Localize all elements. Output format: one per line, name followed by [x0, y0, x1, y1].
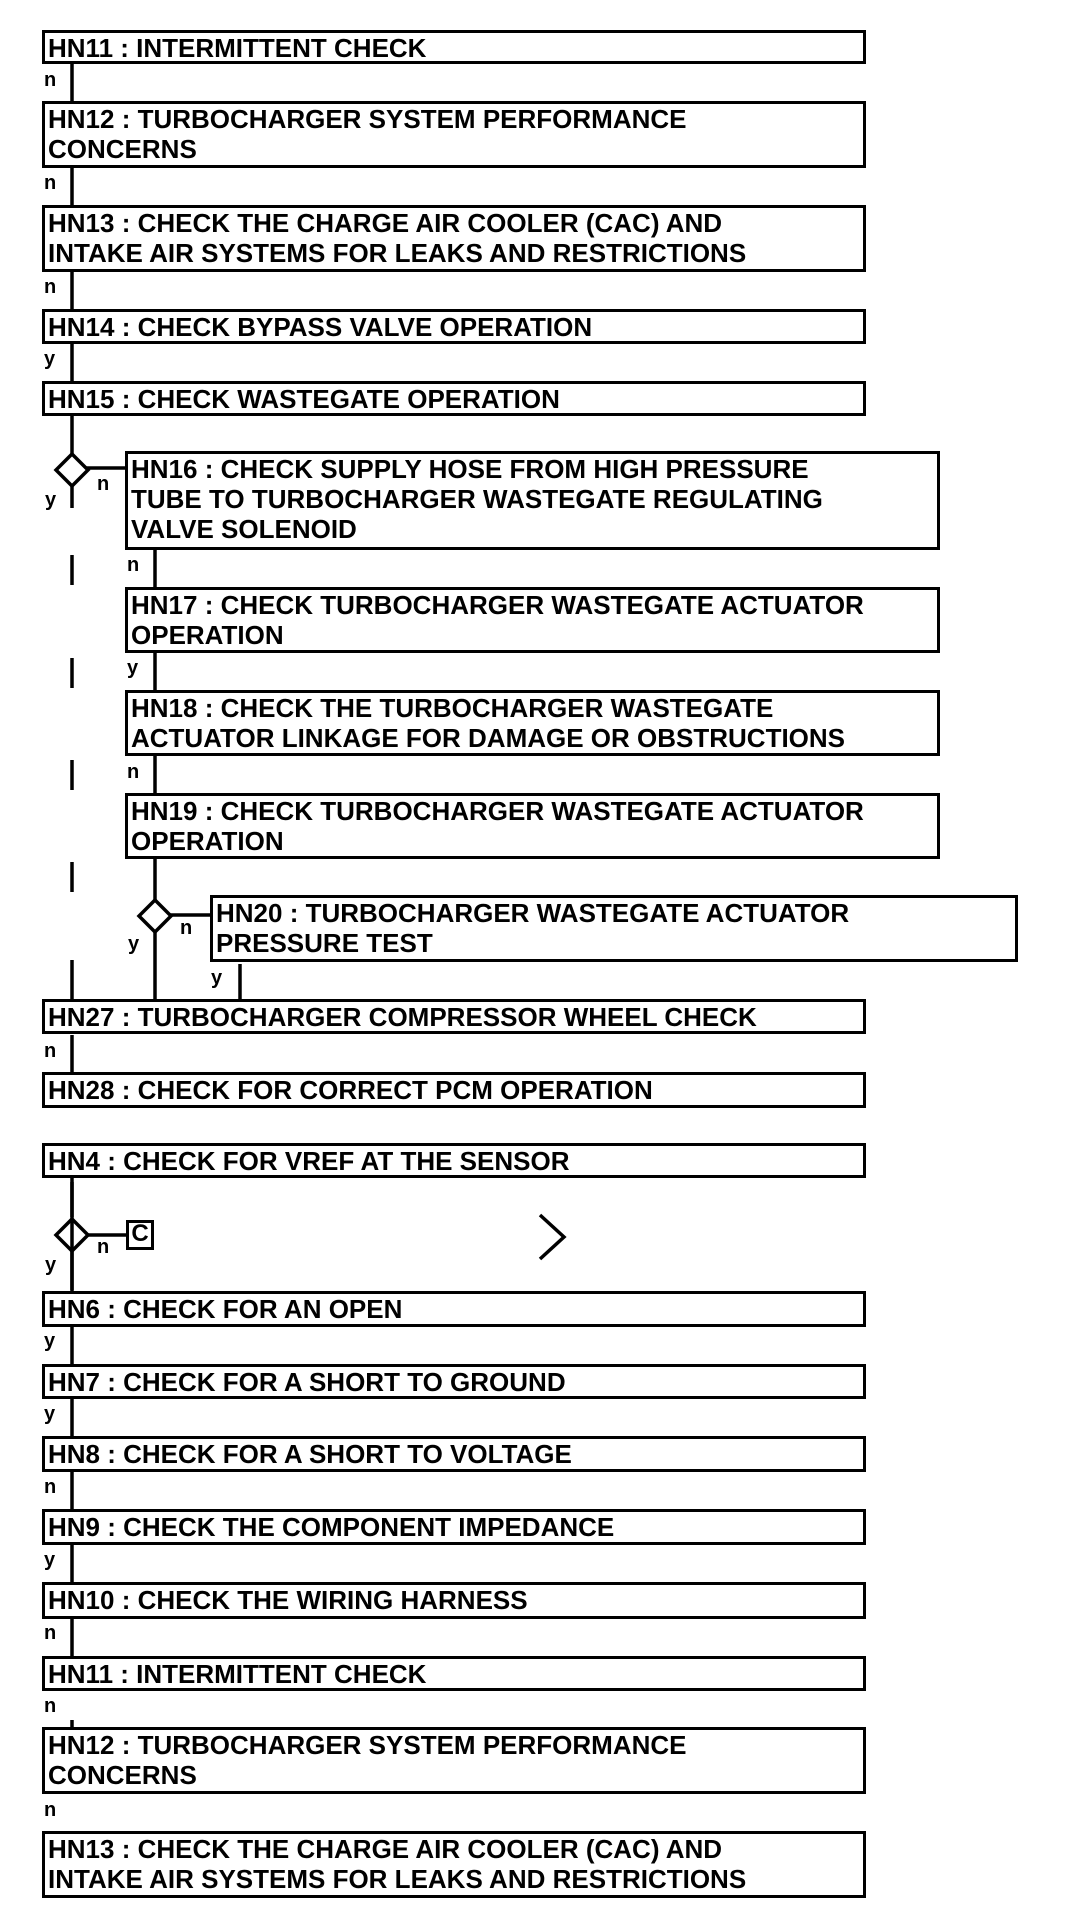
step-box: HN17 : CHECK TURBOCHARGER WASTEGATE ACTU…: [125, 587, 940, 653]
step-box: HN10 : CHECK THE WIRING HARNESS: [42, 1582, 866, 1619]
step-box: HN19 : CHECK TURBOCHARGER WASTEGATE ACTU…: [125, 793, 940, 859]
branch-label-y: y: [211, 967, 223, 989]
step-box: HN14 : CHECK BYPASS VALVE OPERATION: [42, 309, 866, 344]
decision-diamond: [53, 1216, 91, 1254]
step-box: HN13 : CHECK THE CHARGE AIR COOLER (CAC)…: [42, 1831, 866, 1898]
branch-label-y: y: [45, 489, 57, 511]
branch-label-y: y: [127, 657, 139, 679]
branch-label-y: y: [44, 1403, 56, 1425]
branch-label-n: n: [44, 172, 57, 194]
branch-label-n: n: [97, 473, 110, 495]
branch-label-y: y: [44, 1330, 56, 1352]
step-box: HN13 : CHECK THE CHARGE AIR COOLER (CAC)…: [42, 205, 866, 272]
branch-label-n: n: [44, 1622, 57, 1644]
step-box: HN28 : CHECK FOR CORRECT PCM OPERATION: [42, 1072, 866, 1108]
step-box: HN6 : CHECK FOR AN OPEN: [42, 1291, 866, 1327]
step-box: HN11 : INTERMITTENT CHECK: [42, 30, 866, 64]
branch-label-n: n: [127, 761, 140, 783]
decision-diamond: [53, 451, 91, 489]
step-box: HN20 : TURBOCHARGER WASTEGATE ACTUATOR P…: [210, 895, 1018, 962]
branch-label-n: n: [97, 1236, 110, 1258]
step-box: HN4 : CHECK FOR VREF AT THE SENSOR: [42, 1143, 866, 1178]
step-box: HN11 : INTERMITTENT CHECK: [42, 1656, 866, 1691]
connector-c: C: [126, 1220, 154, 1250]
step-box: HN8 : CHECK FOR A SHORT TO VOLTAGE: [42, 1436, 866, 1472]
branch-label-n: n: [44, 1799, 57, 1821]
arrow-mark: [538, 1213, 567, 1261]
step-box: HN12 : TURBOCHARGER SYSTEM PERFORMANCE C…: [42, 101, 866, 168]
step-box: HN9 : CHECK THE COMPONENT IMPEDANCE: [42, 1509, 866, 1545]
branch-label-n: n: [44, 276, 57, 298]
step-box: HN27 : TURBOCHARGER COMPRESSOR WHEEL CHE…: [42, 999, 866, 1034]
branch-label-y: y: [44, 1549, 56, 1571]
step-box: HN12 : TURBOCHARGER SYSTEM PERFORMANCE C…: [42, 1727, 866, 1794]
decision-diamond: [136, 897, 174, 935]
branch-label-n: n: [44, 1476, 57, 1498]
branch-label-y: y: [44, 348, 56, 370]
branch-label-n: n: [44, 1695, 57, 1717]
branch-label-y: y: [45, 1254, 57, 1276]
step-box: HN18 : CHECK THE TURBOCHARGER WASTEGATE …: [125, 690, 940, 756]
step-box: HN15 : CHECK WASTEGATE OPERATION: [42, 381, 866, 416]
branch-label-n: n: [44, 69, 57, 91]
branch-label-n: n: [44, 1040, 57, 1062]
branch-label-n: n: [180, 917, 193, 939]
branch-label-y: y: [128, 933, 140, 955]
step-box: HN7 : CHECK FOR A SHORT TO GROUND: [42, 1364, 866, 1399]
step-box: HN16 : CHECK SUPPLY HOSE FROM HIGH PRESS…: [125, 451, 940, 550]
branch-label-n: n: [127, 554, 140, 576]
